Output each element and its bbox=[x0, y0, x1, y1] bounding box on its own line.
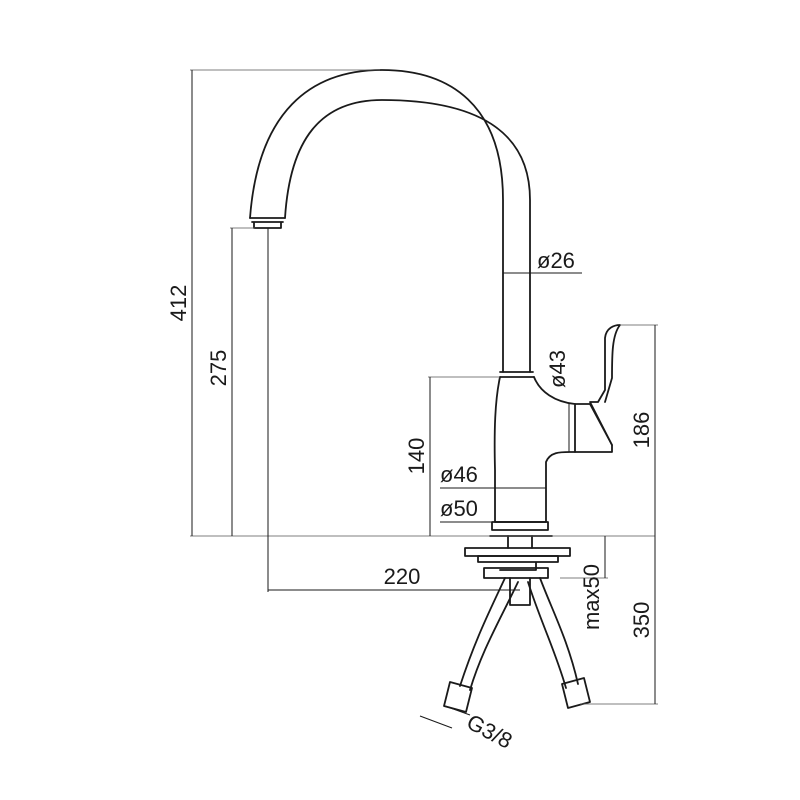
dim-reach: 220 bbox=[384, 564, 421, 589]
washer bbox=[464, 547, 571, 557]
lever-handle bbox=[574, 403, 613, 446]
aerator-tip bbox=[249, 217, 286, 229]
dim-total-height: 412 bbox=[166, 285, 191, 322]
lock-nut bbox=[483, 567, 549, 579]
spout-outer bbox=[249, 69, 504, 373]
dim-hose-thread: G3/8 bbox=[463, 709, 517, 753]
nut-plate bbox=[477, 555, 559, 571]
dimension-lines bbox=[190, 69, 658, 729]
dim-body-diameter-upper: ø43 bbox=[545, 350, 570, 388]
dim-base-diameter: ø50 bbox=[440, 496, 478, 521]
dim-body-height: 140 bbox=[404, 438, 429, 475]
spout-inner bbox=[284, 99, 531, 373]
fixing-assembly bbox=[443, 535, 591, 713]
dim-body-diameter-lower: ø46 bbox=[440, 462, 478, 487]
dim-lever-height: 186 bbox=[629, 412, 654, 449]
dim-spout-diameter: ø26 bbox=[537, 248, 575, 273]
stud bbox=[509, 577, 531, 606]
dim-max-deck-thickness: max50 bbox=[579, 564, 604, 630]
dim-spout-height: 275 bbox=[206, 350, 231, 387]
dim-hose-length: 350 bbox=[629, 602, 654, 639]
faucet-outline bbox=[249, 69, 621, 537]
hose-nut-left bbox=[443, 681, 473, 713]
hose-left bbox=[459, 577, 519, 691]
body bbox=[493, 324, 621, 523]
hose-nut-right bbox=[561, 677, 591, 709]
spout-ring bbox=[499, 371, 535, 378]
hose-right bbox=[527, 577, 579, 689]
threaded-stem bbox=[507, 535, 533, 549]
base-ring bbox=[491, 521, 549, 531]
